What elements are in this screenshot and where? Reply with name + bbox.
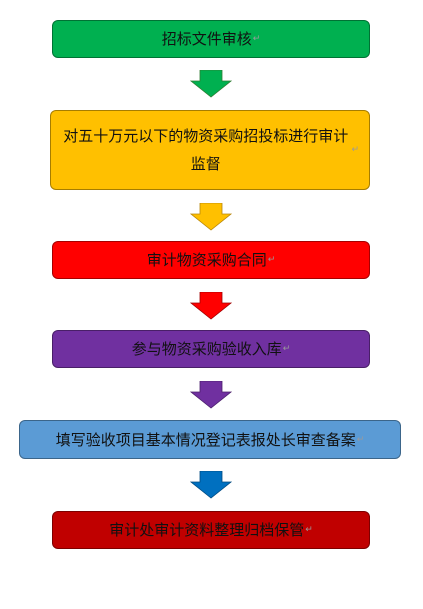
step-1-box: 招标文件审核↵ xyxy=(52,20,370,58)
arrow-1-shape xyxy=(190,70,232,98)
step-6-box: 审计处审计资料整理归档保管↵ xyxy=(52,511,370,549)
step-2-text: 对五十万元以下的物资采购招投标进行审计监督 xyxy=(63,127,349,173)
return-mark: ↵ xyxy=(356,434,365,445)
step-3-box: 审计物资采购合同↵ xyxy=(52,241,370,279)
arrow-down-icon xyxy=(190,203,232,231)
step-3-text: 审计物资采购合同 xyxy=(146,251,267,269)
step-2-box: 对五十万元以下的物资采购招投标进行审计监督↵ xyxy=(50,110,370,190)
return-mark: ↵ xyxy=(282,344,291,354)
step-5-text: 填写验收项目基本情况登记表报处长审查备案 xyxy=(55,430,356,449)
arrow-down-icon xyxy=(190,471,232,499)
return-mark: ↵ xyxy=(305,525,313,535)
step-5-box: 填写验收项目基本情况登记表报处长审查备案↵ xyxy=(19,420,401,459)
step-4-text: 参与物资采购验收入库 xyxy=(131,340,282,358)
step-6-text: 审计处审计资料整理归档保管 xyxy=(109,521,305,539)
return-mark: ↵ xyxy=(252,34,261,44)
return-mark: ↵ xyxy=(267,255,276,265)
arrow-5-shape xyxy=(190,471,232,499)
arrow-3-shape xyxy=(190,292,232,320)
return-mark: ↵ xyxy=(351,145,359,155)
arrow-down-icon xyxy=(190,381,232,409)
arrow-2-shape xyxy=(190,203,232,231)
step-1-text: 招标文件审核 xyxy=(161,30,252,48)
arrow-down-icon xyxy=(190,70,232,98)
arrow-down-icon xyxy=(190,292,232,320)
arrow-4-shape xyxy=(190,381,232,409)
step-4-box: 参与物资采购验收入库↵ xyxy=(52,330,370,368)
